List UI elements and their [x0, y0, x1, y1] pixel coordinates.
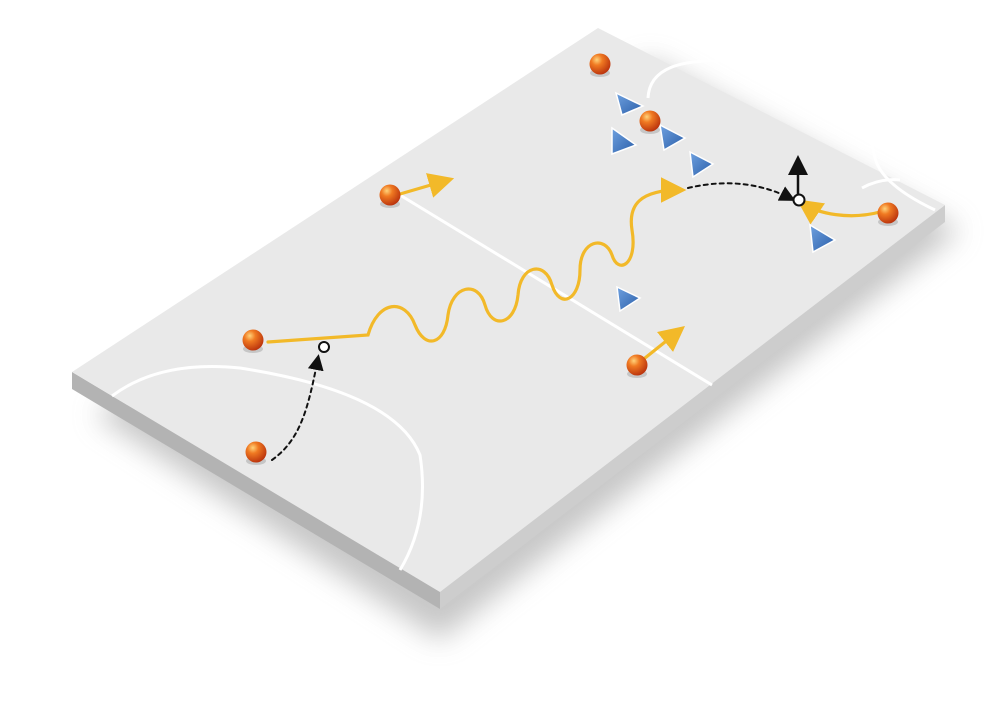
attacker-ball-icon: [246, 442, 267, 466]
receive-point-right: [794, 195, 805, 206]
attacker-ball-icon: [243, 330, 264, 354]
receive-point-left: [319, 342, 329, 352]
attacker-ball-icon: [627, 355, 648, 379]
attacker-ball-icon: [878, 203, 899, 227]
attacker-ball-icon: [640, 111, 661, 135]
attacker-ball-icon: [380, 185, 401, 209]
attacker-ball-icon: [590, 54, 611, 78]
